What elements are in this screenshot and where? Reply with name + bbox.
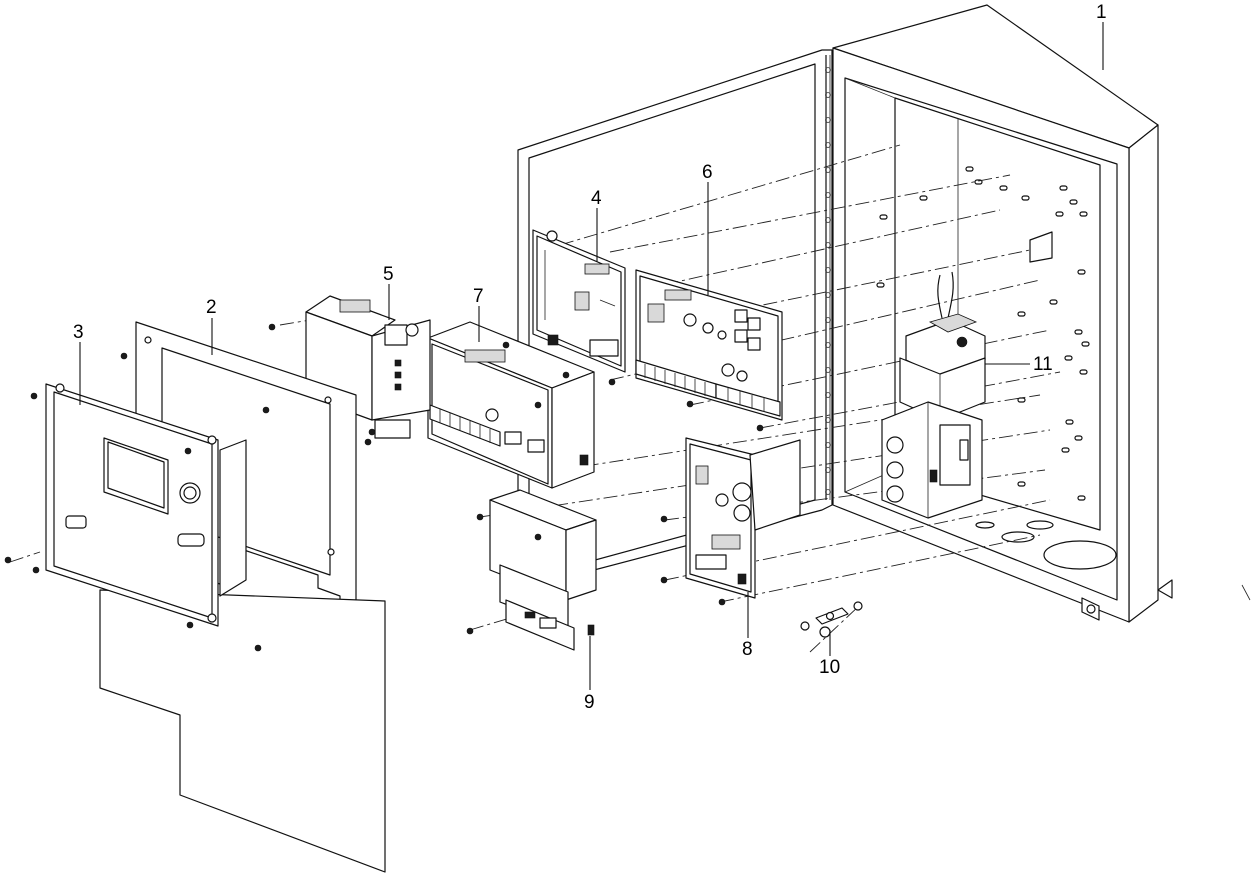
callout-10: 10: [819, 657, 841, 678]
callout-6: 6: [702, 162, 713, 183]
mounting-studs: [876, 166, 1090, 501]
power-supply-board-part: [685, 437, 801, 599]
screw-set: [4, 323, 764, 652]
callout-11: 11: [1033, 354, 1053, 375]
transformer-outlet-part: [881, 271, 986, 519]
callout-leaders: [79, 22, 1104, 690]
ground-lug-part: [800, 601, 863, 638]
main-circuit-board-part: [635, 269, 783, 421]
callout-3: 3: [73, 322, 84, 343]
control-module-part: [427, 321, 595, 489]
callout-9: 9: [584, 692, 595, 713]
faceplate-part: [45, 383, 386, 873]
callout-2: 2: [206, 297, 217, 318]
callout-1: 1: [1096, 2, 1107, 23]
door-hinge: [825, 67, 831, 495]
power-module-part: [489, 489, 597, 651]
interface-board-part: [532, 229, 626, 373]
callout-8: 8: [742, 639, 753, 660]
callout-7: 7: [473, 286, 484, 307]
callout-4: 4: [591, 188, 602, 209]
callout-5: 5: [383, 264, 394, 285]
